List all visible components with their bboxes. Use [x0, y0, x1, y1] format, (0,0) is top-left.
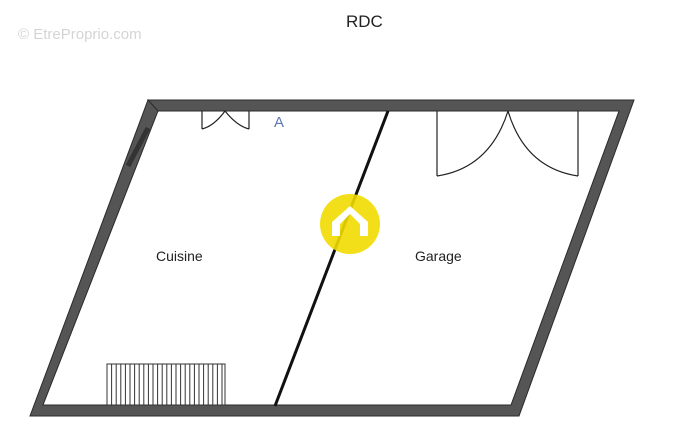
left-wall-window	[125, 126, 151, 168]
room-label-cuisine: Cuisine	[156, 248, 203, 264]
watermark: © EtreProprio.com	[18, 26, 142, 43]
exterior-wall	[29, 99, 635, 417]
marker-label-a: A	[274, 114, 285, 131]
level-title: RDC	[346, 12, 383, 31]
house-logo-icon	[320, 194, 380, 254]
partition-wall	[273, 110, 390, 407]
watermark-text: © EtreProprio.com	[18, 26, 142, 43]
garage-double-door	[436, 110, 579, 177]
room-label-garage: Garage	[415, 248, 462, 264]
staircase	[106, 363, 226, 406]
cuisine-double-door	[201, 110, 250, 130]
